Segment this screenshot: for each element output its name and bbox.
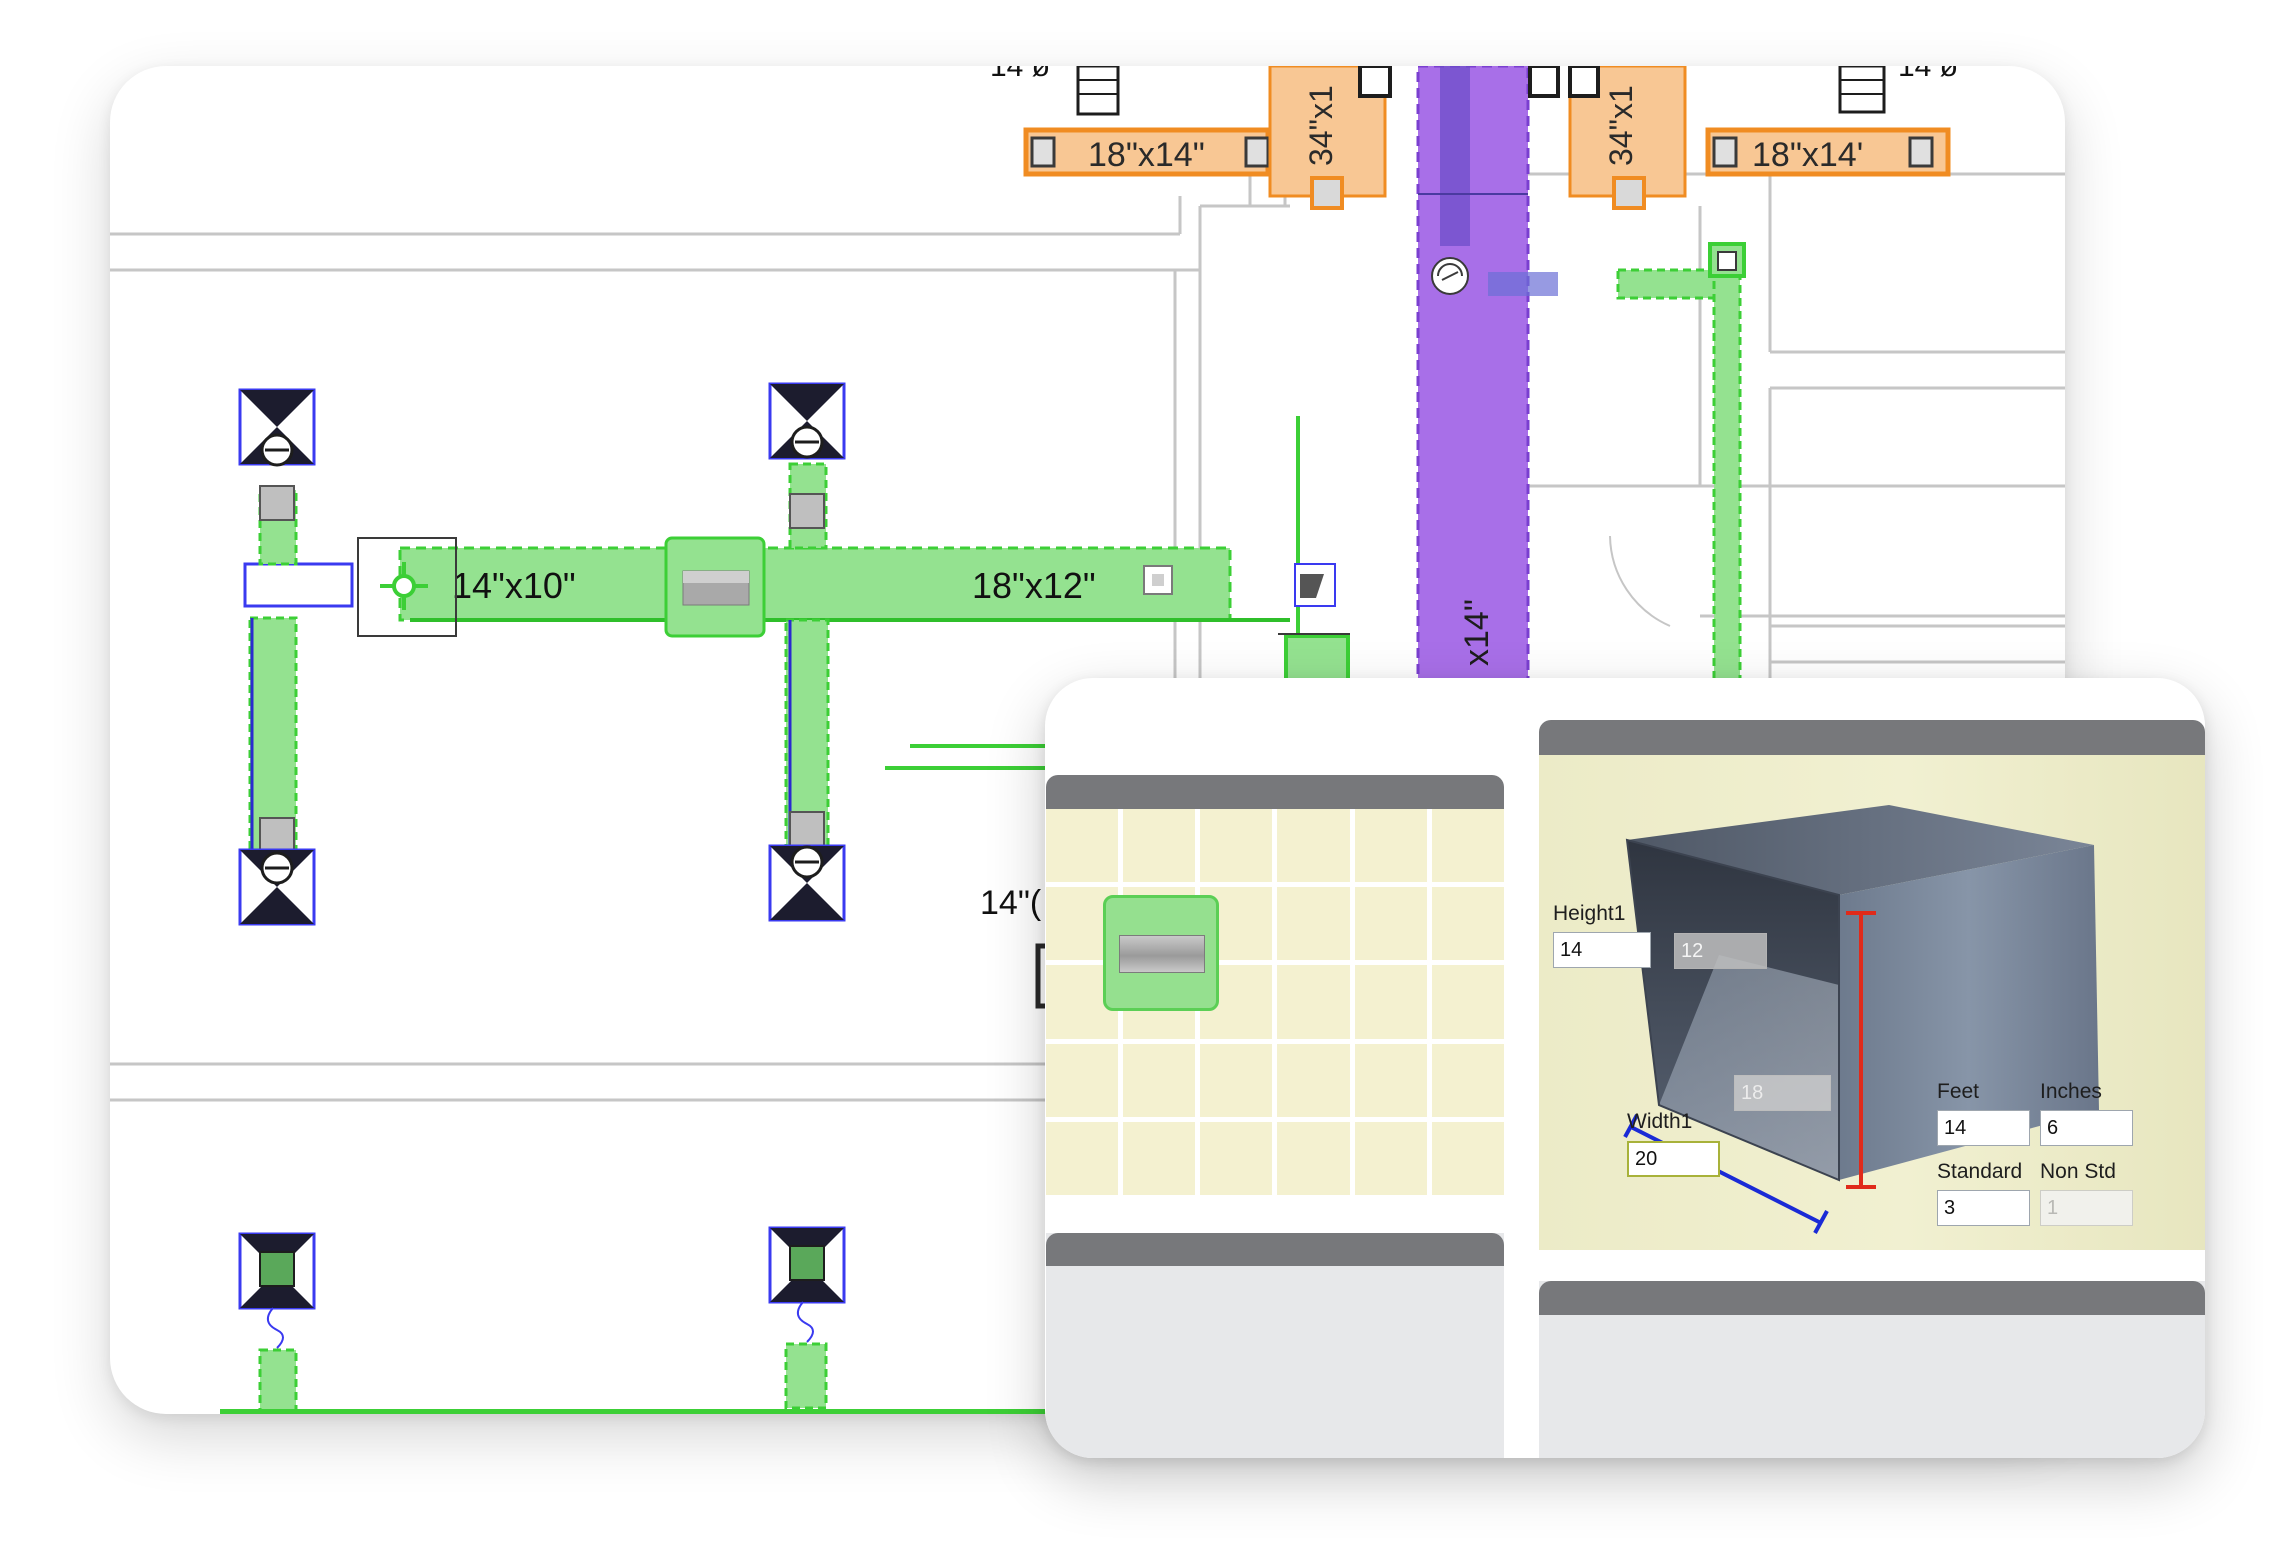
properties-panel [1046, 1233, 1504, 1458]
diffuser-top-middle[interactable] [768, 382, 846, 460]
palette-grid [1046, 809, 1504, 1195]
fitting-palette [1046, 775, 1504, 1195]
palette-cell[interactable] [1277, 1043, 1350, 1117]
standard-input[interactable]: 3 [1937, 1190, 2030, 1226]
main-supply-duct[interactable]: x14" [1416, 66, 1530, 718]
diffuser-top-left[interactable] [238, 388, 316, 467]
feet-input[interactable]: 14 [1937, 1110, 2030, 1146]
palette-cell[interactable] [1354, 1121, 1427, 1195]
feet-label: Feet [1937, 1080, 1980, 1103]
standard-label: Standard [1937, 1160, 2023, 1183]
selection-box[interactable] [357, 537, 457, 637]
palette-cell[interactable] [1200, 809, 1273, 883]
palette-header [1046, 775, 1504, 809]
main-duct-label: x14" [1458, 599, 1496, 666]
palette-cell[interactable] [1431, 887, 1504, 961]
properties-header [1046, 1233, 1504, 1266]
palette-cell[interactable] [1277, 1121, 1350, 1195]
palette-cell[interactable] [1200, 1121, 1273, 1195]
duct-3d-preview: Height1 14 12 18 Width1 20 Feet Inches 1… [1539, 755, 2205, 1250]
palette-cell[interactable] [1200, 1043, 1273, 1117]
palette-cell[interactable] [1354, 809, 1427, 883]
depth-ghost-field: 12 [1674, 933, 1767, 969]
palette-cell[interactable] [1431, 1121, 1504, 1195]
height1-input[interactable]: 14 [1553, 932, 1651, 968]
top-left-duct-label: 18"x14" [1088, 136, 1205, 174]
palette-cell[interactable] [1046, 809, 1119, 883]
duct-preview-panel: Height1 14 12 18 Width1 20 Feet Inches 1… [1539, 720, 2205, 1250]
riser-left-label: 34"x1 [1303, 85, 1339, 166]
branch-right-label: 18"x12" [972, 565, 1096, 606]
top-left-return-duct[interactable]: 18"x14" 34"x1 14 ø [990, 66, 1392, 210]
duct-editor-window: Height1 14 12 18 Width1 20 Feet Inches 1… [1045, 678, 2205, 1458]
palette-cell[interactable] [1046, 1121, 1119, 1195]
preview-header [1539, 720, 2205, 755]
palette-cell[interactable] [1431, 1043, 1504, 1117]
top-left-diameter-label: 14 ø [990, 66, 1050, 83]
width1-input[interactable]: 20 [1627, 1141, 1720, 1177]
height-dimension-marker [1846, 911, 1876, 1189]
palette-cell[interactable] [1123, 809, 1196, 883]
palette-item-rectangular-duct[interactable] [1103, 895, 1219, 1011]
branch-left-label: 14"x10" [452, 565, 576, 606]
inches-input[interactable]: 6 [2040, 1110, 2133, 1146]
palette-cell[interactable] [1431, 809, 1504, 883]
details-header [1539, 1281, 2205, 1315]
rectangular-duct-icon [1119, 935, 1205, 973]
non-std-input: 1 [2040, 1190, 2133, 1226]
riser-right-label: 34"x1 [1603, 85, 1639, 166]
palette-cell[interactable] [1277, 809, 1350, 883]
diffuser-bottom-row-middle[interactable] [768, 1226, 846, 1410]
palette-cell[interactable] [1277, 965, 1350, 1039]
width1-label: Width1 [1627, 1110, 1693, 1133]
palette-cell[interactable] [1123, 1043, 1196, 1117]
height1-label: Height1 [1553, 902, 1626, 925]
partial-duct-label: 14"( [980, 884, 1042, 922]
diffuser-bottom-middle[interactable] [768, 844, 846, 922]
palette-cell[interactable] [1354, 1043, 1427, 1117]
move-cursor-icon [380, 562, 428, 610]
top-right-return-duct[interactable]: 18"x14' 34"x1 14 ø [1528, 66, 1958, 210]
details-panel [1539, 1281, 2205, 1458]
palette-cell[interactable] [1354, 965, 1427, 1039]
non-std-label: Non Std [2040, 1160, 2116, 1183]
diffuser-bottom-left[interactable] [238, 848, 316, 926]
inches-label: Inches [2040, 1080, 2102, 1103]
diffuser-branch-left[interactable] [248, 485, 298, 853]
diffuser-bottom-row-left[interactable] [238, 1232, 316, 1414]
diffuser-branch-middle[interactable] [784, 462, 830, 852]
width-ghost-field: 18 [1734, 1075, 1831, 1111]
palette-cell[interactable] [1277, 887, 1350, 961]
palette-cell[interactable] [1046, 1043, 1119, 1117]
palette-cell[interactable] [1354, 887, 1427, 961]
palette-cell[interactable] [1123, 1121, 1196, 1195]
top-right-duct-label: 18"x14' [1752, 136, 1863, 174]
top-right-diameter-label: 14 ø [1898, 66, 1958, 83]
palette-cell[interactable] [1431, 965, 1504, 1039]
